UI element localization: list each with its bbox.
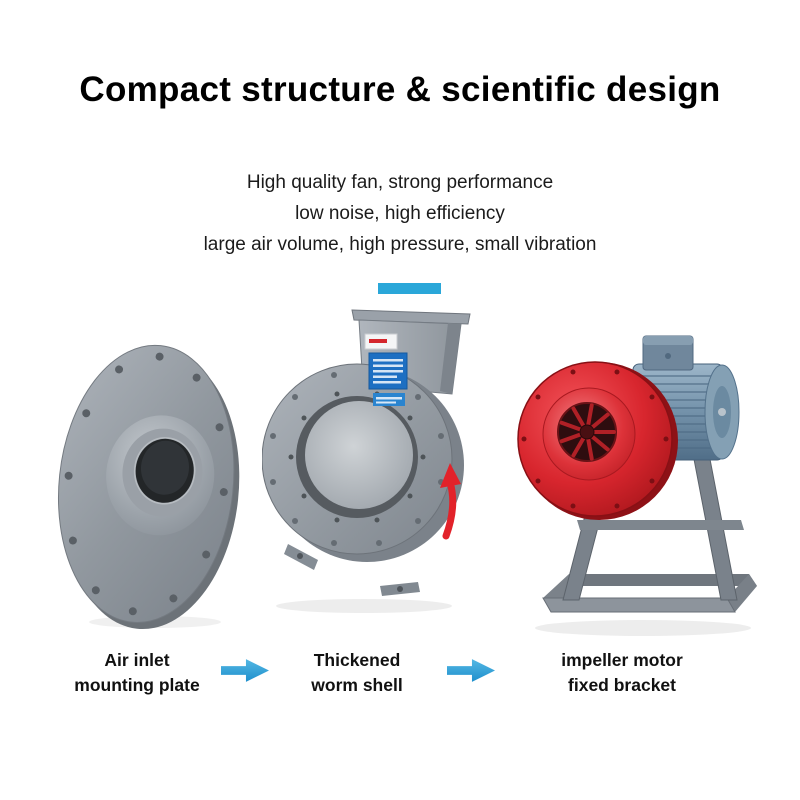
label-line: Thickened	[313, 650, 401, 670]
subtitle-line-1: High quality fan, strong performance	[246, 172, 554, 193]
page-title: Compact structure & scientific design	[79, 70, 721, 109]
worm-shell-photo	[262, 298, 477, 616]
component-label-worm-shell: Thickened worm shell	[257, 648, 457, 698]
subtitle-line-2: low noise, high efficiency	[295, 203, 505, 224]
component-label-impeller-motor: impeller motor fixed bracket	[522, 648, 722, 698]
accent-bar	[378, 283, 441, 294]
label-line: Air inlet	[104, 650, 170, 670]
label-line: worm shell	[311, 675, 403, 695]
label-line: mounting plate	[74, 675, 200, 695]
label-line: fixed bracket	[568, 675, 676, 695]
worm-shell-graphic	[262, 309, 471, 613]
label-line: impeller motor	[561, 650, 683, 670]
component-label-air-inlet: Air inlet mounting plate	[37, 648, 237, 698]
air-inlet-plate-photo	[55, 338, 240, 630]
subtitle: High quality fan, strong performance low…	[0, 167, 800, 260]
impeller-motor-graphic	[517, 335, 757, 636]
impeller-motor-photo	[515, 306, 760, 638]
subtitle-line-3: large air volume, high pressure, small v…	[203, 234, 597, 255]
air-inlet-plate-graphic	[57, 344, 240, 630]
